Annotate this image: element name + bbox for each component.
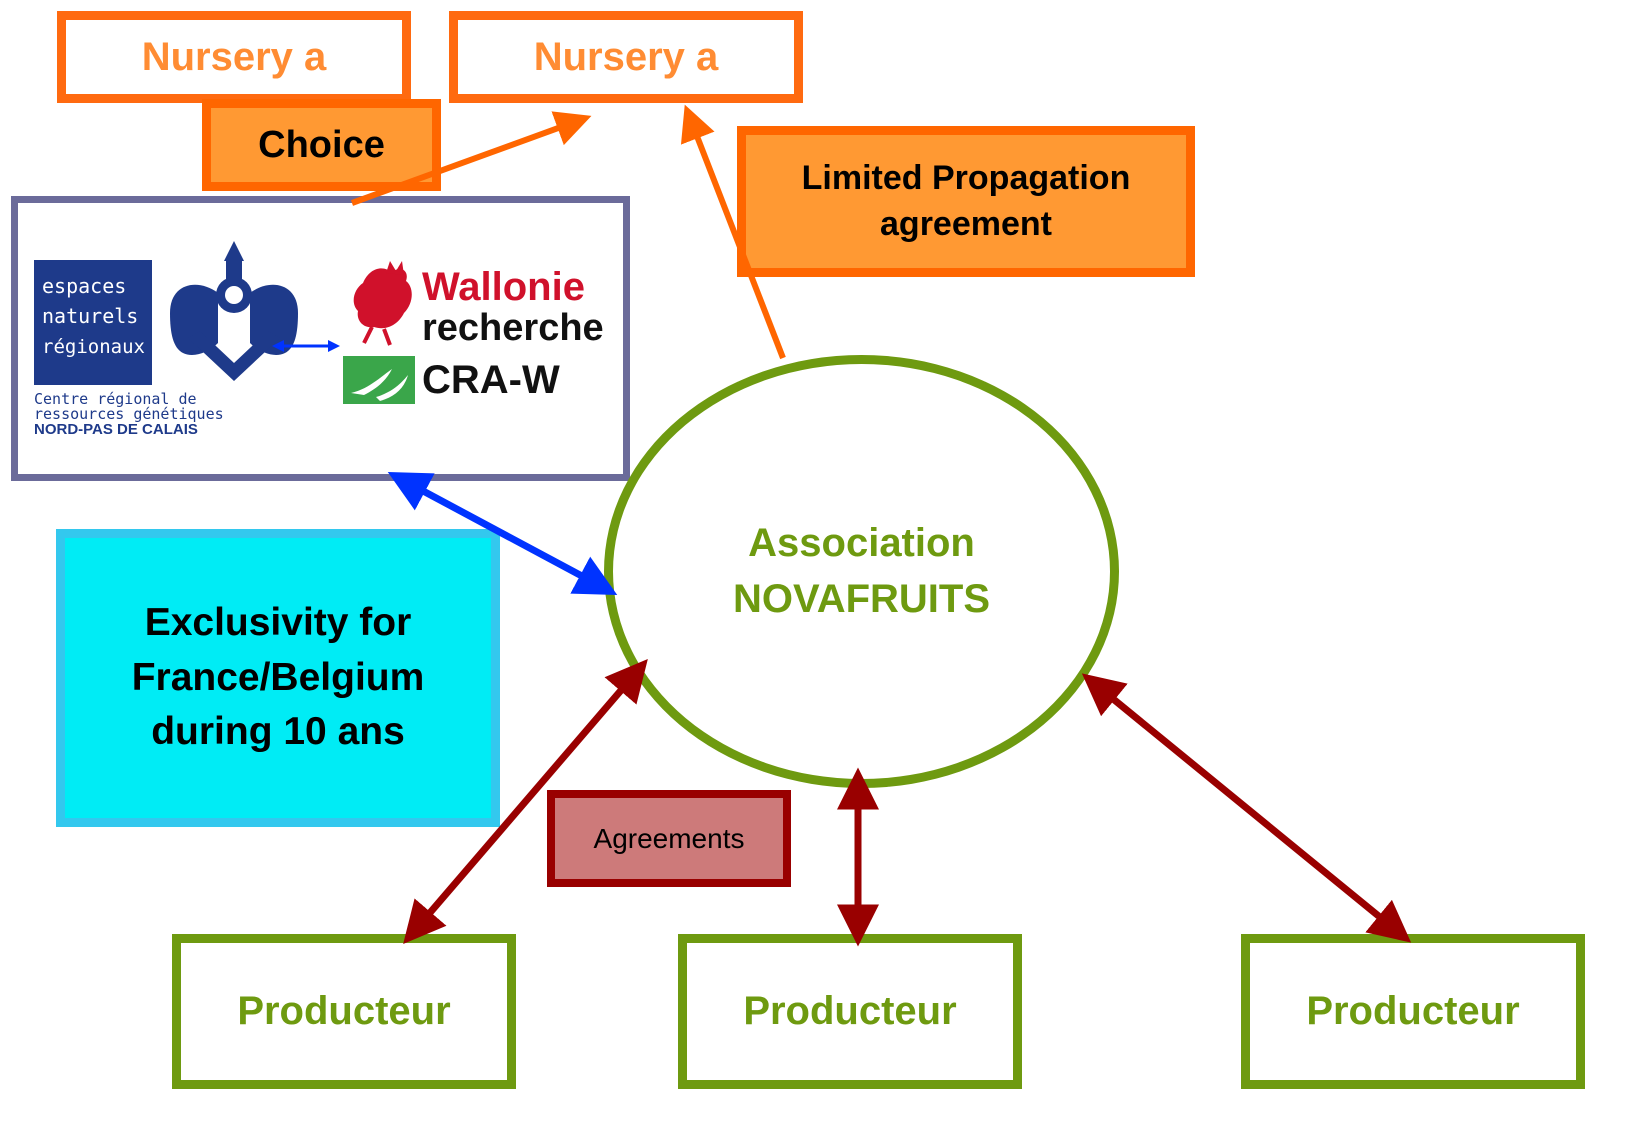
novafruits-line2: NOVAFRUITS (732, 576, 991, 621)
craw-badge-leaf-icon (351, 369, 408, 401)
choice-box: Choice (202, 99, 441, 191)
producer-1-label: Producteur (237, 989, 451, 1033)
producer-box-3: Producteur (1241, 934, 1585, 1089)
agreements-box: Agreements (547, 790, 791, 887)
crrg-logo-line3: régionaux (42, 336, 145, 358)
nursery-box-right: Nursery a (449, 11, 803, 103)
craw-logo-line3: CRA-W (422, 358, 560, 402)
crrg-logo-sub1: Centre régional de (34, 390, 197, 408)
crrg-logo-line2: naturels (42, 304, 138, 328)
limited-propagation-box: Limited Propagation agreement (737, 126, 1195, 277)
craw-logo-line2: recherche (422, 307, 604, 349)
regional-emblem-icon (170, 241, 298, 381)
crrg-logo-sub2: ressources génétiques (34, 405, 224, 423)
novafruits-line1: Association (748, 521, 975, 566)
producer-3-arrow (1081, 673, 1412, 943)
nursery-right-label: Nursery a (533, 34, 719, 79)
novafruits-ellipse: Association NOVAFRUITS (604, 355, 1119, 788)
exclusivity-line1: Exclusivity for (144, 601, 412, 645)
partners-logos: espaces naturels régionaux Centre région… (34, 241, 604, 438)
limited-propagation-line1: Limited Propagation (801, 158, 1131, 197)
producer-3-label: Producteur (1306, 989, 1520, 1033)
craw-logo-line1: Wallonie (422, 265, 585, 309)
producer-2-label: Producteur (743, 989, 957, 1033)
choice-label: Choice (258, 123, 385, 166)
crrg-logo-line1: espaces (42, 274, 126, 298)
producer-box-2: Producteur (678, 934, 1022, 1089)
nursery-left-label: Nursery a (141, 34, 327, 79)
partners-link-arrow (272, 340, 340, 352)
agreements-label: Agreements (593, 822, 745, 854)
crrg-logo-panel (34, 260, 152, 385)
exclusivity-line3: during 10 ans (151, 710, 405, 754)
limited-propagation-line2: agreement (880, 204, 1052, 243)
nursery-box-left: Nursery a (57, 11, 411, 103)
producer-box-1: Producteur (172, 934, 516, 1089)
partners-box: espaces naturels régionaux Centre région… (11, 196, 630, 481)
rooster-icon (353, 261, 412, 346)
exclusivity-box: Exclusivity for France/Belgium during 10… (56, 529, 500, 827)
crrg-logo-sub3: NORD-PAS DE CALAIS (34, 421, 198, 438)
exclusivity-line2: France/Belgium (131, 655, 425, 699)
